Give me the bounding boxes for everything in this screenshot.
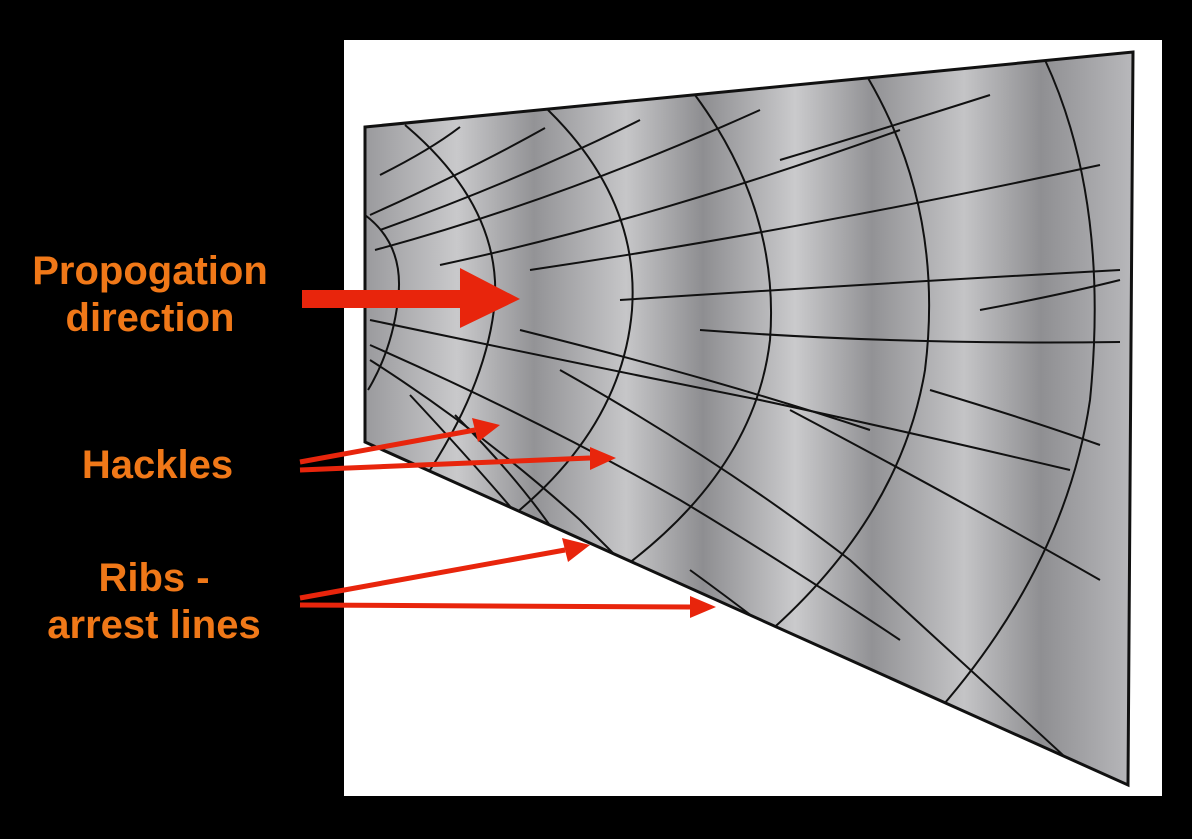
hackle-line [699,329,1121,344]
hackle-line [374,109,761,251]
rib-line [759,77,931,641]
hackle-line [779,94,991,161]
rib-line [504,109,634,523]
hackle-line [369,319,1071,471]
hackle-line [619,269,1121,301]
ribs-arrest-lines-label: Ribs - arrest lines [20,555,288,649]
propagation-label-line-2: direction [65,296,235,341]
hackle-line [559,369,1091,781]
hackles-arrows [299,418,616,473]
hackle-line [439,129,901,266]
propagation-direction-label: Propogation direction [0,248,300,342]
hackle-line [369,344,901,641]
hackle-line [379,119,641,231]
hackle-line [529,164,1101,271]
hackles-label: Hackles [55,442,260,489]
hackle-line [979,279,1121,311]
hackle-line [379,126,461,176]
ribs-label-line-2: arrest lines [47,603,261,648]
hackle-line [369,127,546,216]
propagation-label-line-1: Propogation [32,249,268,293]
hackle-line [519,329,871,431]
rib-line [929,59,1096,721]
hackle-line [789,409,1101,581]
hackles-label-text: Hackles [81,443,234,487]
ribs-label-line-1: Ribs - [98,556,210,600]
ribs-arrows [299,538,716,618]
propagation-arrow [302,268,520,328]
hackle-line [929,389,1101,446]
